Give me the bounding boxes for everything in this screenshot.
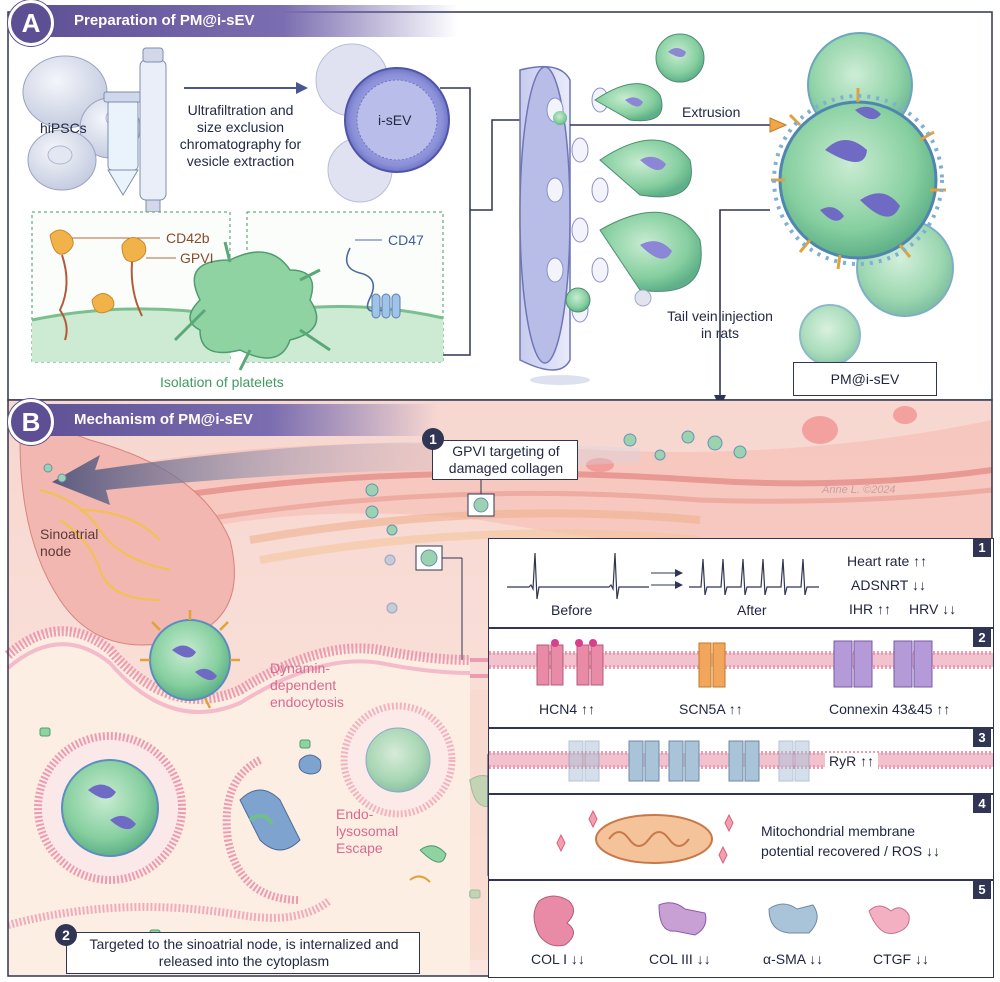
cd42b-label: CD42b	[166, 230, 210, 246]
step1-box: GPVI targeting of damaged collagen	[432, 440, 578, 480]
cd47-label: CD47	[388, 232, 424, 248]
hcn4-label: HCN4 ↑↑	[539, 701, 596, 717]
isolation-label: Isolation of platelets	[160, 374, 284, 390]
isev-label: i-sEV	[378, 112, 412, 128]
result-5-number: 5	[973, 881, 991, 899]
product-label: PM@i-sEV	[830, 371, 900, 387]
result-panel-4: Mitochondrial membrane potential recover…	[488, 794, 994, 880]
panel-a-banner	[18, 5, 458, 37]
panel-a-letter: A	[8, 0, 54, 46]
result-panel-3: RyR ↑↑ 3	[488, 728, 994, 794]
result-panel-5: COL I ↓↓ COL III ↓↓ α-SMA ↓↓ CTGF ↓↓ 5	[488, 880, 994, 978]
step2-box: Targeted to the sinoatrial node, is inte…	[66, 932, 420, 974]
hipscs-label: hiPSCs	[40, 120, 87, 136]
ecg-after-label: After	[737, 602, 767, 618]
ihr-label: IHR ↑↑	[849, 601, 891, 617]
panel-b-title: Mechanism of PM@i-sEV	[74, 411, 253, 428]
heart-rate-label: Heart rate ↑↑	[847, 553, 928, 569]
step2-text: Targeted to the sinoatrial node, is inte…	[89, 936, 399, 969]
product-box: PM@i-sEV	[793, 362, 937, 396]
escape-label: Endo-lysosomal Escape	[336, 806, 399, 856]
endocytosis-label: Dynamin-dependent endocytosis	[270, 660, 344, 710]
tail-vein-label: Tail vein injection in rats	[667, 308, 773, 341]
step1-number: 1	[422, 428, 444, 450]
ryr-label: RyR ↑↑	[825, 753, 879, 769]
connexin-label: Connexin 43&45 ↑↑	[829, 701, 951, 717]
result-1-number: 1	[973, 539, 991, 557]
ctgf-label: CTGF ↓↓	[873, 951, 929, 967]
ion-channels	[489, 639, 993, 688]
ecg-before-label: Before	[551, 602, 593, 618]
extrusion-label: Extrusion	[682, 104, 741, 120]
sinoatrial-label: Sinoatrial node	[40, 526, 99, 559]
scn5a-label: SCN5A ↑↑	[679, 701, 743, 717]
signature: Anne L. ©2024	[822, 484, 896, 496]
mitochondrion	[556, 809, 734, 865]
ecg-traces	[507, 552, 819, 600]
mito-label: Mitochondrial membrane potential recover…	[761, 823, 940, 859]
result-4-number: 4	[973, 795, 991, 813]
gpvi-label: GPVI	[180, 250, 214, 266]
result-2-number: 2	[973, 629, 991, 647]
extraction-label: Ultrafiltration and size exclusion chrom…	[179, 102, 302, 169]
col1-label: COL I ↓↓	[531, 951, 585, 967]
fibrosis-markers	[533, 895, 910, 947]
step1-text: GPVI targeting of damaged collagen	[448, 443, 564, 476]
ryr-channels	[489, 740, 993, 782]
panel-b-letter: B	[8, 399, 54, 445]
result-panel-2: HCN4 ↑↑ SCN5A ↑↑ Connexin 43&45 ↑↑ 2	[488, 628, 994, 728]
panel-b-banner	[18, 404, 438, 436]
adsnrt-label: ADSNRT ↓↓	[851, 577, 926, 593]
step2-number: 2	[55, 924, 77, 946]
asma-label: α-SMA ↓↓	[763, 951, 824, 967]
panel-a-title: Preparation of PM@i-sEV	[74, 12, 255, 29]
result-panel-1: Before After Heart rate ↑↑ ADSNRT ↓↓ IHR…	[488, 538, 994, 628]
col3-label: COL III ↓↓	[649, 951, 711, 967]
result-3-number: 3	[973, 729, 991, 747]
hrv-label: HRV ↓↓	[909, 601, 957, 617]
